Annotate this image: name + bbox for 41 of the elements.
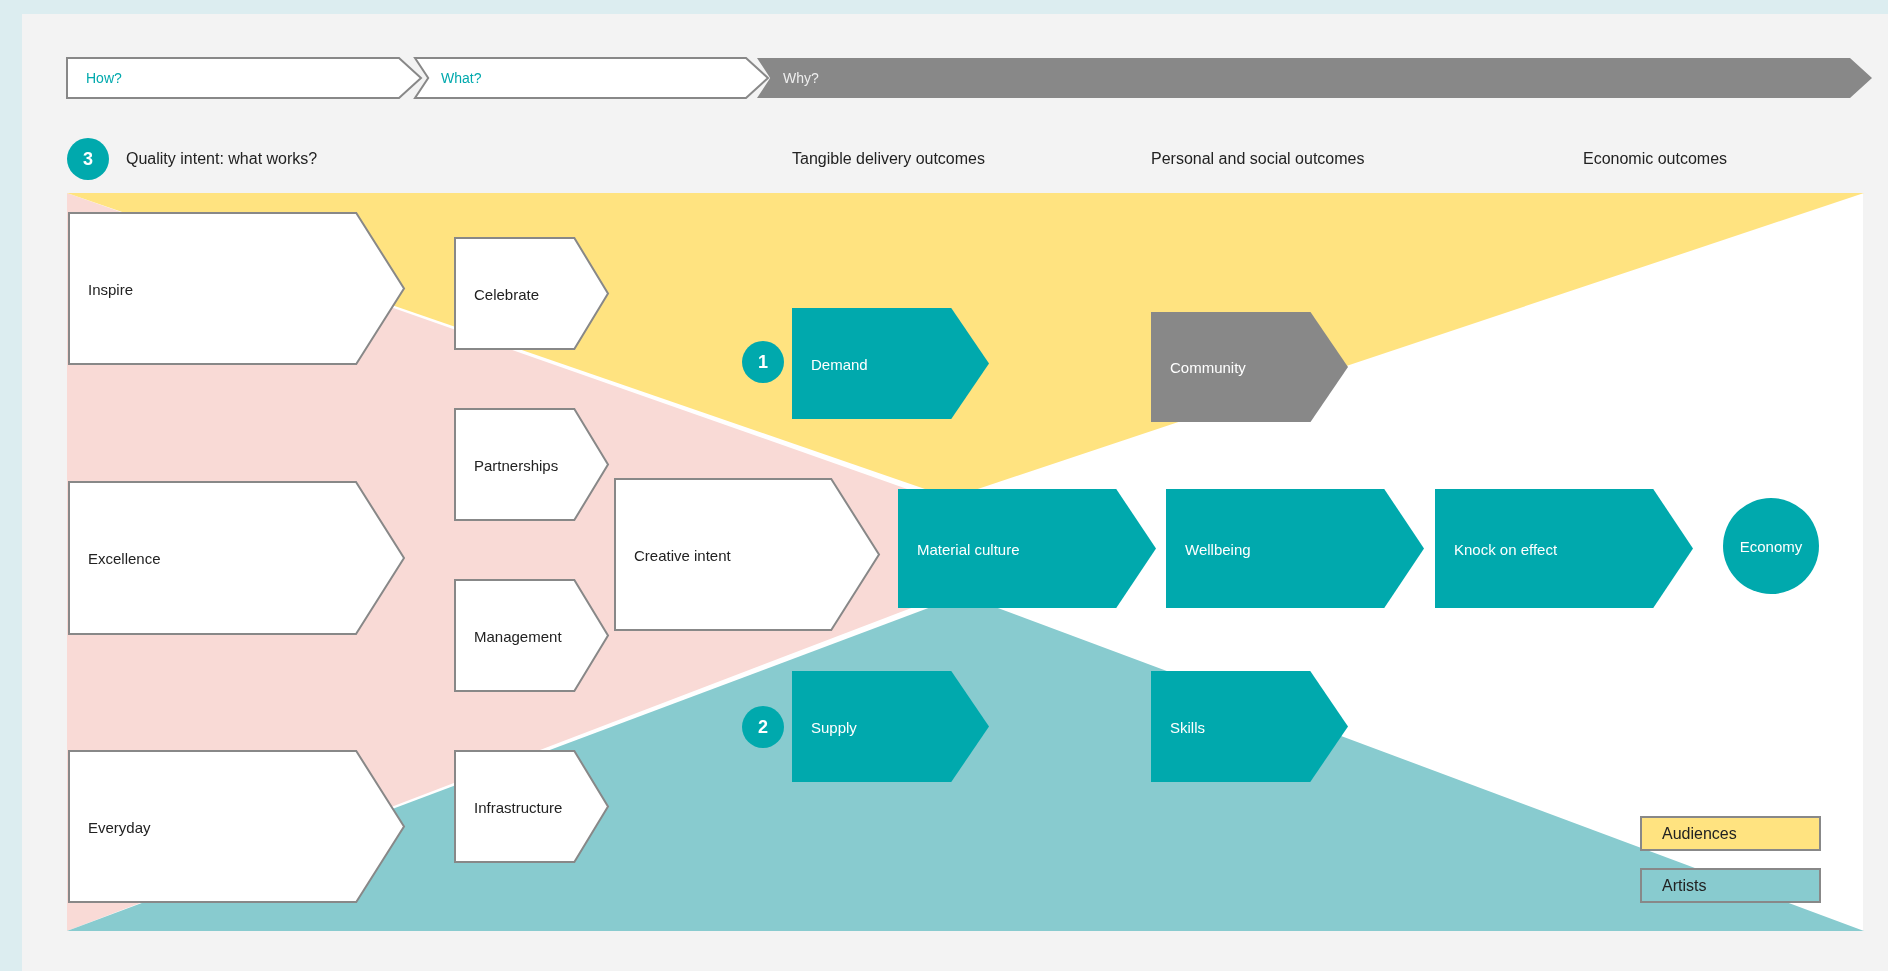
chevron-box bbox=[898, 489, 1156, 608]
node-label: Supply bbox=[811, 718, 857, 735]
chevron-box bbox=[1435, 489, 1693, 608]
column-heading: Personal and social outcomes bbox=[1151, 150, 1365, 168]
legend-label: Artists bbox=[1662, 877, 1707, 895]
chevron-box bbox=[69, 751, 404, 902]
node-label: Creative intent bbox=[634, 546, 731, 563]
node-label: Inspire bbox=[88, 280, 134, 297]
node-label: Partnerships bbox=[474, 456, 559, 473]
node-label: Material culture bbox=[917, 540, 1020, 557]
step-number: 1 bbox=[758, 351, 768, 373]
outcome-circle bbox=[1723, 498, 1819, 594]
node-label: Wellbeing bbox=[1185, 540, 1251, 557]
node-label: Demand bbox=[811, 355, 868, 372]
arrow-banner bbox=[415, 58, 768, 98]
number-circle bbox=[742, 341, 784, 383]
node-label: Skills bbox=[1170, 718, 1205, 735]
node-label: Infrastructure bbox=[474, 798, 563, 815]
chevron-box bbox=[615, 479, 879, 630]
banner-label: Why? bbox=[783, 70, 819, 86]
arrow-banner bbox=[757, 58, 1872, 98]
banner-label: How? bbox=[86, 70, 122, 86]
number-circle bbox=[742, 706, 784, 748]
step-number: 3 bbox=[83, 148, 93, 170]
node-label: Celebrate bbox=[474, 285, 540, 302]
chevron-box bbox=[69, 213, 404, 364]
banner-label: What? bbox=[441, 70, 482, 86]
chevron-box bbox=[69, 482, 404, 634]
column-heading: Tangible delivery outcomes bbox=[792, 150, 985, 168]
node-label: Knock on effect bbox=[1454, 540, 1558, 557]
step-number: 2 bbox=[758, 716, 768, 738]
legend-label: Audiences bbox=[1662, 825, 1737, 843]
node-label: Economy bbox=[1739, 537, 1803, 555]
node-label: Excellence bbox=[88, 549, 161, 567]
column-heading: Economic outcomes bbox=[1583, 150, 1728, 168]
chevron-box bbox=[1166, 489, 1424, 608]
node-label: Management bbox=[474, 627, 562, 644]
node-label: Community bbox=[1170, 358, 1246, 376]
node-label: Everyday bbox=[88, 818, 151, 835]
arrow-banner bbox=[67, 58, 421, 98]
heading-text: Quality intent: what works? bbox=[126, 150, 318, 168]
